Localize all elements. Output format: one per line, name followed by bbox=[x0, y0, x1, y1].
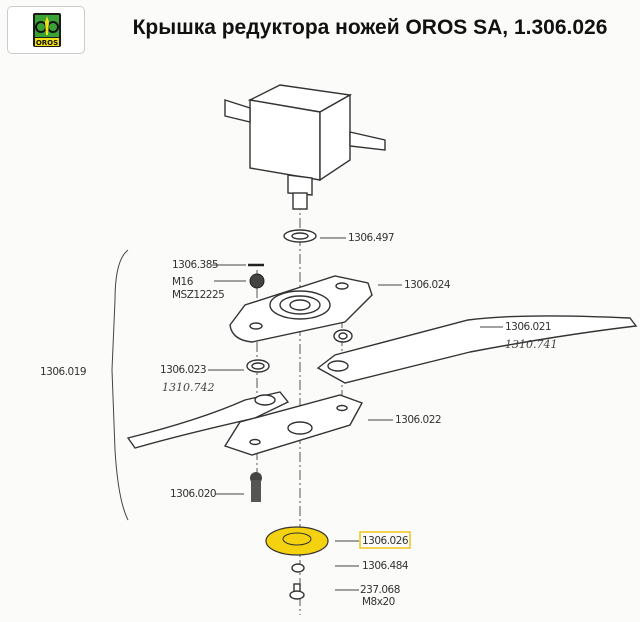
oros-logo-icon: OROS bbox=[33, 13, 61, 47]
blade-1306-021[interactable] bbox=[316, 315, 638, 384]
nut-m16[interactable] bbox=[249, 273, 265, 289]
bolt-1306-020[interactable] bbox=[250, 472, 262, 502]
gearbox bbox=[224, 84, 386, 210]
plate-1306-022[interactable] bbox=[223, 394, 364, 456]
label-1306-484: 1306.484 bbox=[362, 560, 409, 572]
cover-1306-026[interactable] bbox=[265, 526, 329, 556]
label-1306-385: 1306.385 bbox=[172, 259, 218, 271]
label-msz12225: MSZ12225 bbox=[172, 289, 224, 301]
page-title: Крышка редуктора ножей OROS SA, 1.306.02… bbox=[132, 16, 608, 39]
label-1306-022: 1306.022 bbox=[395, 414, 441, 426]
label-1306-020: 1306.020 bbox=[170, 488, 216, 500]
label-1306-497: 1306.497 bbox=[348, 232, 394, 244]
label-1306-021: 1306.021 bbox=[505, 321, 551, 333]
oros-logo: OROS bbox=[7, 6, 85, 54]
label-1306-019: 1306.019 bbox=[40, 366, 86, 378]
handwritten-1310-742: 1310.742 bbox=[162, 381, 215, 394]
label-237-068: 237.068 bbox=[360, 584, 400, 596]
blade-left[interactable] bbox=[126, 391, 290, 449]
label-1306-026: 1306.026 bbox=[362, 535, 409, 547]
label-1306-024: 1306.024 bbox=[404, 279, 451, 291]
label-m8x20: M8x20 bbox=[362, 596, 395, 608]
handwritten-1310-741: 1310.741 bbox=[505, 338, 558, 351]
screw-237-068[interactable] bbox=[289, 583, 305, 600]
plate-1306-024[interactable] bbox=[229, 275, 373, 343]
svg-text:OROS: OROS bbox=[36, 39, 58, 47]
label-m16: M16 bbox=[172, 276, 194, 288]
assembly-bracket bbox=[111, 249, 129, 521]
washer-1306-484[interactable] bbox=[291, 563, 305, 573]
label-1306-023: 1306.023 bbox=[160, 364, 206, 376]
label-highlight-box bbox=[359, 531, 411, 549]
